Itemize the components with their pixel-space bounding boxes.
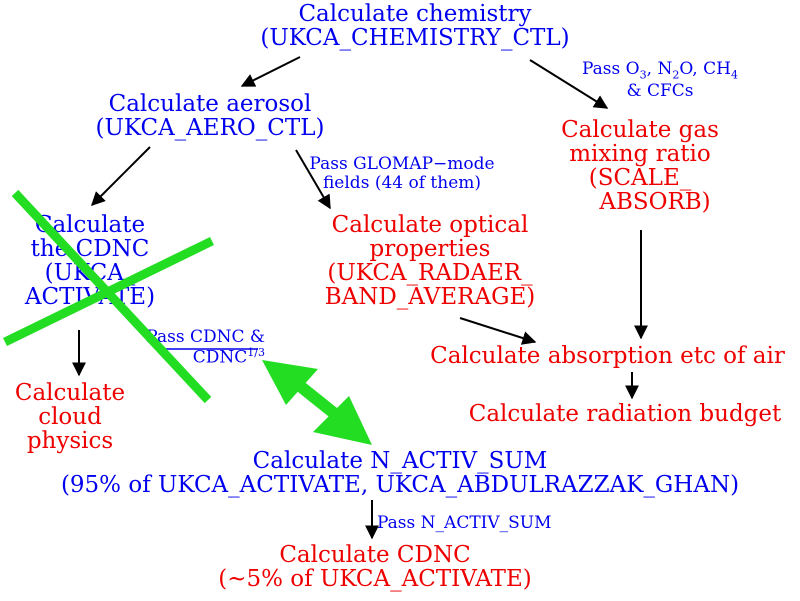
edge-label-pass-glomap-line2: fields (44 of them): [322, 172, 482, 193]
node-chemistry-title: Calculate chemistry: [298, 1, 532, 27]
node-cloud-line2: cloud: [38, 404, 102, 431]
node-aerosol-title: Calculate aerosol: [108, 91, 312, 117]
node-calculate-absorption: Calculate absorption etc of air: [420, 344, 795, 368]
cross-stroke-2: [3, 236, 214, 347]
edge-label-pass-gases-line1: Pass O3, N2O, CH4: [582, 59, 738, 82]
node-calculate-n-activ-sum: Calculate N_ACTIV_SUM (95% of UKCA_ACTIV…: [10, 449, 790, 497]
node-calculate-optical-properties: Calculate optical properties (UKCA_RADAE…: [290, 213, 570, 310]
node-cdnc-final-note: (~5% of UKCA_ACTIVATE): [218, 566, 532, 593]
edge-label-pass-cdnc-line1: Pass CDNC &: [146, 327, 265, 347]
node-optical-line4: BAND_AVERAGE): [324, 284, 536, 311]
node-calculate-cloud-physics: Calculate cloud physics: [10, 380, 130, 455]
node-radiation-label: Calculate radiation budget: [468, 401, 782, 427]
node-absorption-label: Calculate absorption etc of air: [430, 343, 785, 369]
cross-stroke-1: [11, 189, 212, 404]
node-calculate-gas-mixing-ratio: Calculate gas mixing ratio (SCALE_ ABSOR…: [540, 118, 740, 215]
node-optical-line2: properties: [369, 236, 491, 263]
node-calculate-radiation-budget: Calculate radiation budget: [455, 402, 795, 426]
node-n-activ-sum-routines: (95% of UKCA_ACTIVATE, UKCA_ABDULRAZZAK_…: [60, 472, 740, 499]
node-calculate-chemistry: Calculate chemistry (UKCA_CHEMISTRY_CTL): [230, 2, 600, 50]
node-cdnc-final-title: Calculate CDNC: [279, 542, 471, 568]
arrow-chemistry-to-gas-mixing: [529, 59, 609, 109]
node-chemistry-routine: (UKCA_CHEMISTRY_CTL): [260, 25, 570, 52]
node-gas-line2: mixing ratio: [569, 141, 711, 168]
green-double-arrow: [262, 360, 372, 445]
node-calculate-cdnc-final: Calculate CDNC (~5% of UKCA_ACTIVATE): [170, 543, 580, 591]
node-optical-line3: (UKCA_RADAER_: [327, 260, 533, 287]
node-cdnc-line2: the CDNC: [30, 236, 150, 263]
node-gas-line3: (SCALE_: [588, 165, 692, 192]
node-cloud-line3: physics: [26, 428, 114, 455]
arrow-chemistry-to-aerosol: [240, 56, 301, 87]
edge-label-pass-glomap: Pass GLOMAP−mode fields (44 of them): [302, 155, 502, 192]
edge-label-pass-cdnc: Pass CDNC & CDNC1/3: [85, 328, 265, 367]
node-gas-line1: Calculate gas: [561, 117, 719, 143]
edge-label-pass-glomap-line1: Pass GLOMAP−mode: [309, 154, 495, 174]
node-calculate-aerosol: Calculate aerosol (UKCA_AERO_CTL): [60, 92, 360, 140]
edge-label-pass-gases-line2: & CFCs: [626, 80, 694, 101]
node-aerosol-routine: (UKCA_AERO_CTL): [95, 115, 325, 142]
edge-label-pass-n-activ-sum: Pass N_ACTIV_SUM: [377, 514, 617, 533]
arrow-aerosol-to-cdnc: [91, 146, 151, 206]
arrow-optical-to-absorption: [459, 317, 537, 345]
node-n-activ-sum-title: Calculate N_ACTIV_SUM: [252, 448, 548, 474]
arrow-aerosol-to-optical: [295, 149, 331, 210]
edge-label-pass-gases: Pass O3, N2O, CH4 & CFCs: [560, 60, 760, 100]
node-gas-line4: ABSORB): [599, 189, 711, 216]
node-cloud-line1: Calculate: [14, 380, 126, 406]
edge-label-pass-n-activ-sum-text: Pass N_ACTIV_SUM: [377, 513, 552, 533]
node-optical-line1: Calculate optical: [331, 212, 529, 238]
